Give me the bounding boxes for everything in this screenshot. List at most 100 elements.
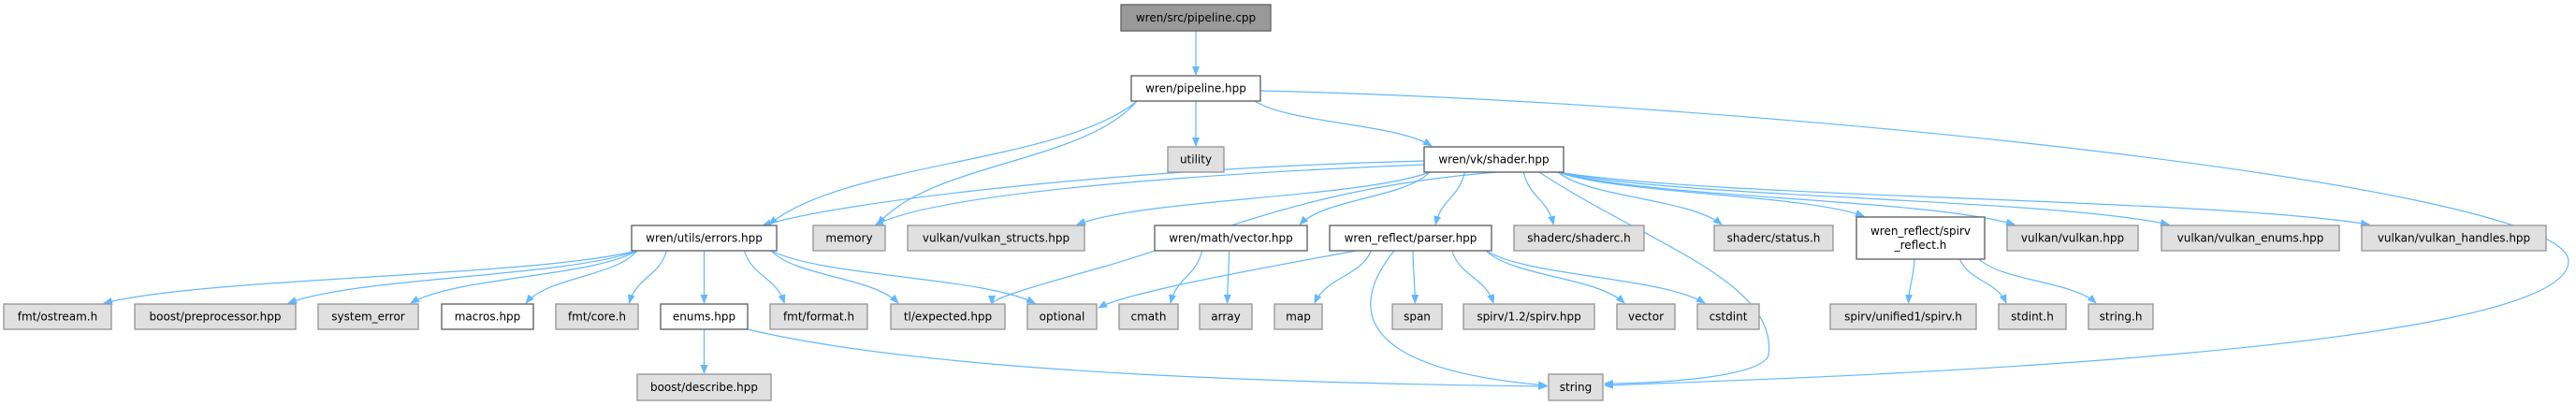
edge-parser-to-spirv_hpp bbox=[1451, 250, 1495, 304]
node-box bbox=[907, 225, 1085, 252]
node-box bbox=[1513, 225, 1645, 252]
node-pipeline[interactable]: wren/pipeline.hpp bbox=[1130, 75, 1261, 102]
node-cpp: wren/src/pipeline.cpp bbox=[1120, 4, 1272, 32]
edge-shader-to-shaderc bbox=[1522, 171, 1556, 225]
edge-parser-to-map bbox=[1314, 250, 1373, 304]
node-box bbox=[1856, 216, 1986, 260]
node-vector_hpp[interactable]: wren/math/vector.hpp bbox=[1154, 225, 1308, 252]
node-system_error: system_error bbox=[317, 303, 419, 330]
node-box bbox=[1463, 303, 1595, 330]
edge-errors-to-macros bbox=[525, 250, 638, 304]
edge-pipeline-to-string bbox=[1259, 90, 2569, 389]
node-shader[interactable]: wren/vk/shader.hpp bbox=[1423, 146, 1565, 173]
edge-parser-to-vector bbox=[1485, 250, 1625, 304]
node-shaderc: shaderc/shaderc.h bbox=[1513, 225, 1645, 252]
node-label: wren/pipeline.hpp bbox=[1145, 82, 1246, 95]
edge-shader-to-memory bbox=[874, 164, 1425, 226]
nodes-layer: wren/src/pipeline.cpp wren/pipeline.hpp ut… bbox=[3, 4, 2547, 401]
edge-shader-to-errors bbox=[762, 160, 1425, 227]
node-label: vulkan/vulkan.hpp bbox=[2021, 232, 2124, 245]
node-box bbox=[1616, 303, 1676, 330]
edge-spirv_reflect-to-string_h bbox=[1978, 258, 2097, 304]
node-ostream: fmt/ostream.h bbox=[3, 303, 112, 330]
node-vk_enums: vulkan/vulkan_enums.hpp bbox=[2161, 225, 2340, 252]
node-label: cstdint bbox=[1710, 311, 1748, 324]
node-box bbox=[1154, 225, 1308, 252]
edge-errors-to-system_error bbox=[410, 250, 638, 304]
node-box bbox=[2006, 225, 2139, 252]
edge-pipeline-to-shader bbox=[1254, 100, 1433, 147]
node-label: enums.hpp bbox=[673, 311, 735, 324]
node-box bbox=[890, 303, 1006, 330]
node-string: string bbox=[1548, 373, 1604, 401]
node-label: vulkan/vulkan_handles.hpp bbox=[2378, 232, 2530, 245]
node-box bbox=[1548, 373, 1604, 401]
node-utility: utility bbox=[1167, 146, 1225, 173]
edge-errors-to-expected bbox=[770, 250, 899, 304]
node-label: string.h bbox=[2100, 311, 2143, 324]
node-label: map bbox=[1286, 311, 1311, 324]
node-unified1: spirv/unified1/spirv.h bbox=[1829, 303, 1977, 330]
node-preproc: boost/preprocessor.hpp bbox=[134, 303, 297, 330]
node-label: wren_reflect/spirv bbox=[1870, 225, 1971, 238]
edge-errors-to-preproc bbox=[287, 250, 638, 304]
edge-errors-to-ostream bbox=[103, 250, 638, 305]
edge-shader-to-spirv_reflect bbox=[1557, 171, 1865, 217]
node-box bbox=[769, 303, 868, 330]
node-enums[interactable]: enums.hpp bbox=[660, 303, 749, 330]
node-label: vector bbox=[1628, 311, 1664, 324]
node-describe: boost/describe.hpp bbox=[636, 373, 772, 401]
node-parser[interactable]: wren_reflect/parser.hpp bbox=[1329, 225, 1492, 252]
node-label: _reflect.h bbox=[1894, 239, 1947, 252]
edge-shader-to-status bbox=[1557, 171, 1723, 225]
node-macros[interactable]: macros.hpp bbox=[441, 303, 534, 330]
edge-shader-to-vk_structs bbox=[1076, 171, 1431, 225]
node-label: shaderc/shaderc.h bbox=[1527, 232, 1630, 245]
edge-pipeline-to-errors bbox=[768, 100, 1138, 225]
node-label: fmt/format.h bbox=[783, 311, 854, 324]
node-label: stdint.h bbox=[2011, 311, 2054, 324]
edge-pipeline-to-memory bbox=[877, 100, 1138, 225]
node-label: spirv/unified1/spirv.h bbox=[1844, 311, 1962, 324]
node-box bbox=[441, 303, 534, 330]
node-errors[interactable]: wren/utils/errors.hpp bbox=[631, 225, 778, 252]
edge-parser-to-optional bbox=[1098, 250, 1358, 309]
node-box bbox=[2361, 225, 2547, 252]
node-label: wren/src/pipeline.cpp bbox=[1136, 11, 1256, 24]
node-spirv_reflect[interactable]: wren_reflect/spirv_reflect.h bbox=[1856, 216, 1986, 260]
node-fmt_core: fmt/core.h bbox=[555, 303, 639, 330]
node-label: cmath bbox=[1131, 311, 1167, 324]
node-box bbox=[1199, 303, 1253, 330]
node-label: fmt/ostream.h bbox=[18, 311, 97, 324]
node-box bbox=[660, 303, 749, 330]
node-label: string bbox=[1560, 381, 1592, 394]
node-map: map bbox=[1273, 303, 1323, 330]
node-span: span bbox=[1391, 303, 1443, 330]
node-box bbox=[1118, 303, 1179, 330]
edge-parser-to-string bbox=[1370, 250, 1548, 389]
node-box bbox=[2088, 303, 2154, 330]
edge-spirv_reflect-to-stdint bbox=[1958, 258, 2007, 304]
node-box bbox=[2161, 225, 2340, 252]
node-box bbox=[1696, 303, 1760, 330]
node-box bbox=[1829, 303, 1977, 330]
node-box bbox=[317, 303, 419, 330]
edge-errors-to-optional bbox=[770, 250, 1036, 304]
node-box bbox=[1329, 225, 1492, 252]
node-label: boost/preprocessor.hpp bbox=[150, 311, 282, 324]
node-box bbox=[1423, 146, 1565, 173]
node-label: wren_reflect/parser.hpp bbox=[1345, 232, 1477, 245]
node-box bbox=[1713, 225, 1834, 252]
edge-vector_hpp-to-array bbox=[1223, 250, 1231, 304]
node-label: macros.hpp bbox=[455, 311, 521, 324]
node-label: shaderc/status.h bbox=[1727, 232, 1821, 245]
node-string_h: string.h bbox=[2088, 303, 2154, 330]
edge-spirv_reflect-to-unified1 bbox=[1905, 258, 1915, 304]
edge-shader-to-parser bbox=[1434, 171, 1465, 225]
node-box bbox=[134, 303, 297, 330]
node-box bbox=[1391, 303, 1443, 330]
node-spirv_hpp: spirv/1.2/spirv.hpp bbox=[1463, 303, 1595, 330]
node-label: optional bbox=[1040, 311, 1085, 324]
node-optional: optional bbox=[1026, 303, 1098, 330]
node-array: array bbox=[1199, 303, 1253, 330]
